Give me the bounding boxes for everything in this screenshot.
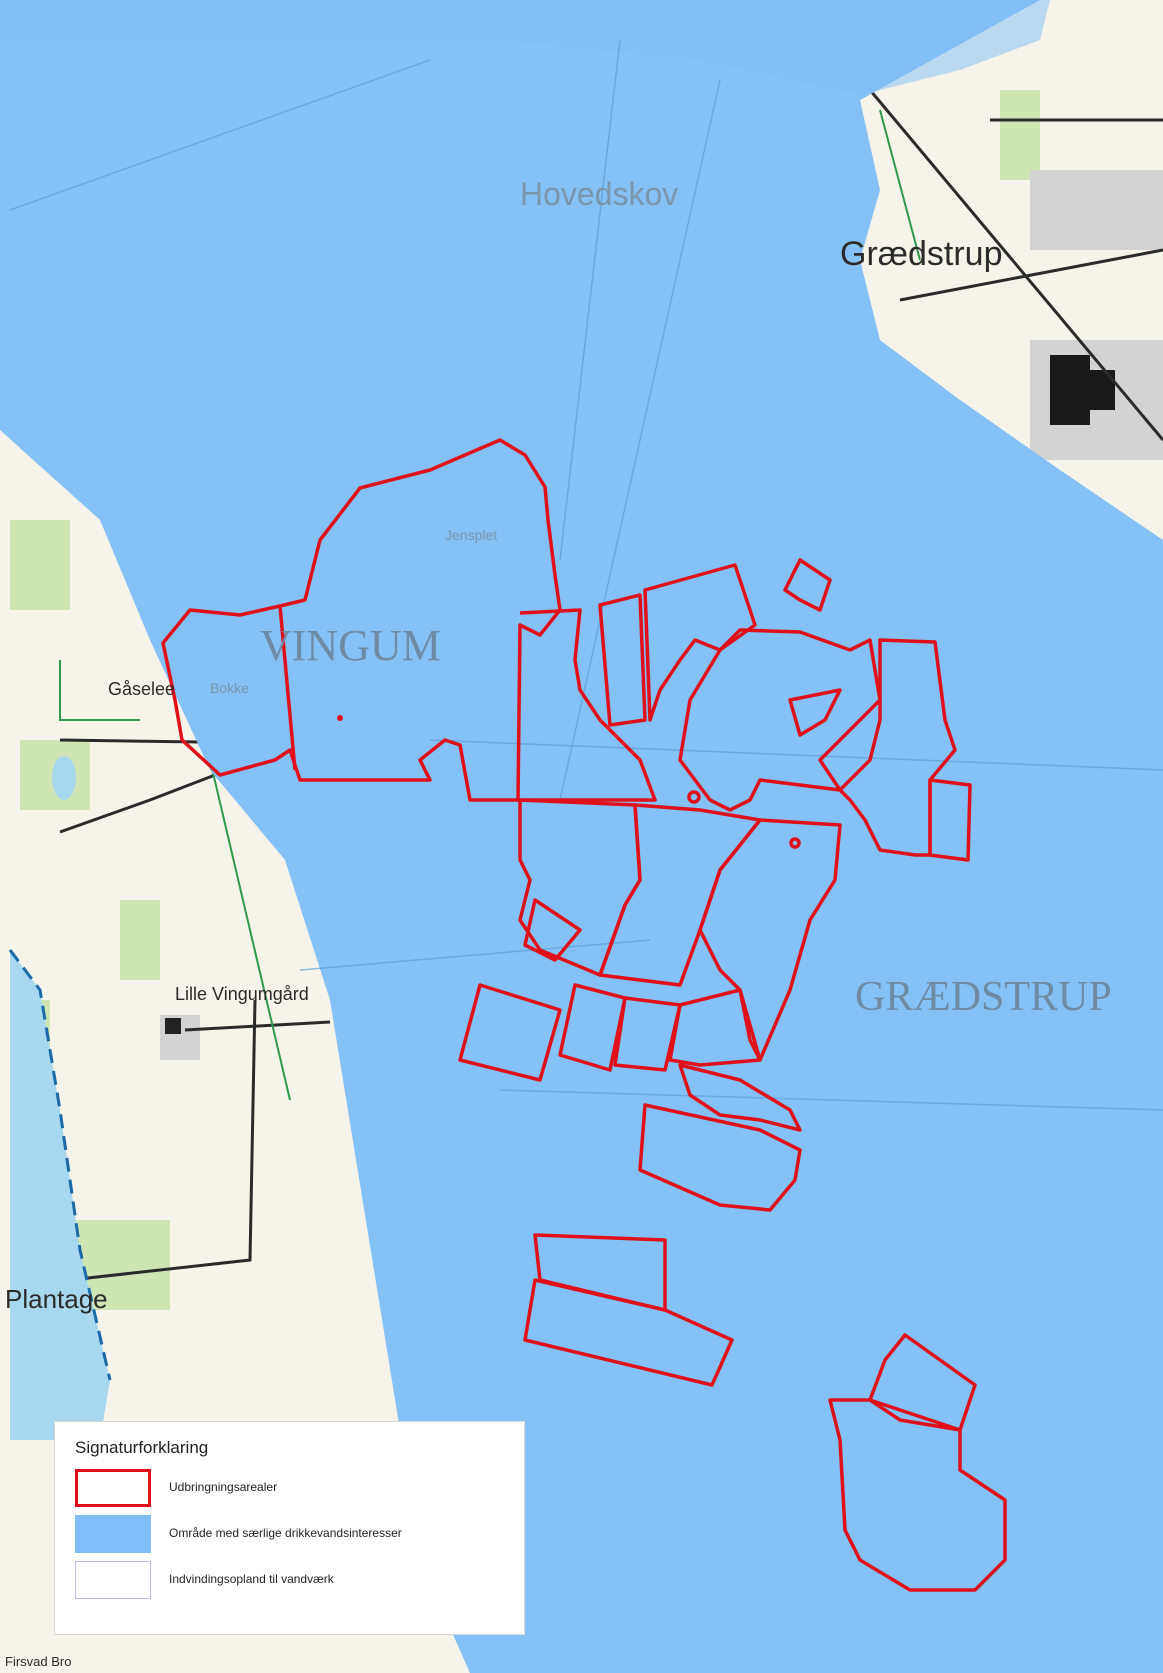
legend-item-catchment: Indvindingsopland til vandværk: [75, 1561, 515, 1601]
field-outline: [838, 638, 957, 857]
drinking-water-interest-area-top: [0, 0, 1050, 95]
spreading-field-outlines[interactable]: [161, 438, 1007, 1592]
label-graedstrup-town: Grædstrup: [840, 235, 1003, 273]
field-outline: [613, 996, 682, 1072]
field-outline: [788, 688, 842, 737]
legend-item-drinking-water: Område med særlige drikkevandsinteresser: [75, 1515, 515, 1555]
label-jensplet: Jensplet: [445, 527, 497, 543]
field-dot: [687, 790, 701, 804]
field-outline: [519, 608, 657, 802]
legend-label: Område med særlige drikkevandsinteresser: [169, 1526, 402, 1540]
water-features: [8, 756, 112, 1440]
field-outline: [828, 1398, 1007, 1592]
label-vingum: VINGUM: [260, 621, 441, 670]
faint-map-lines: [9, 39, 1163, 1111]
place-labels: Hovedskov Grædstrup VINGUM Gåselee Lille…: [5, 176, 1112, 1669]
field-outline: [598, 803, 762, 987]
field-outline: [678, 628, 882, 812]
legend-swatch-red-outline: [75, 1469, 151, 1507]
town-buildings: [160, 170, 1163, 1060]
field-outline: [161, 438, 562, 802]
label-lille-vingumgaard: Lille Vingumgård: [175, 984, 309, 1004]
field-outline: [598, 593, 647, 727]
field-outline: [868, 1333, 977, 1432]
field-dot: [337, 715, 343, 721]
label-bokke: Bokke: [210, 680, 249, 696]
field-outline: [698, 818, 842, 1062]
field-outline: [523, 1278, 734, 1387]
field-outline: [523, 898, 582, 962]
field-outline: [278, 605, 297, 771]
legend-swatch-blue: [75, 1515, 151, 1553]
field-outline: [678, 1063, 802, 1132]
field-outline: [458, 983, 562, 1082]
label-hovedskov: Hovedskov: [520, 176, 678, 212]
map-legend: Signaturforklaring Udbringningsarealer O…: [54, 1421, 525, 1635]
label-gaaselee: Gåselee: [108, 679, 175, 699]
label-graedstrup-parish: GRÆDSTRUP: [855, 974, 1112, 1020]
legend-item-spreading-areas: Udbringningsarealer: [75, 1469, 515, 1509]
field-outline: [928, 778, 972, 862]
legend-title: Signaturforklaring: [75, 1438, 209, 1457]
field-dot: [789, 837, 801, 849]
legend-label: Indvindingsopland til vandværk: [169, 1572, 334, 1586]
label-plantage: Plantage: [5, 1284, 108, 1314]
green-paths: [59, 109, 921, 1101]
legend-swatch-purple-outline: [75, 1561, 151, 1599]
field-outline: [643, 563, 757, 722]
label-firsvad-bro: Firsvad Bro: [5, 1654, 71, 1669]
field-outline: [668, 988, 762, 1067]
field-outline: [638, 1103, 802, 1212]
legend-label: Udbringningsarealer: [169, 1480, 278, 1494]
field-outline: [783, 558, 832, 612]
field-outline: [558, 983, 627, 1072]
roads: [59, 89, 1163, 1282]
